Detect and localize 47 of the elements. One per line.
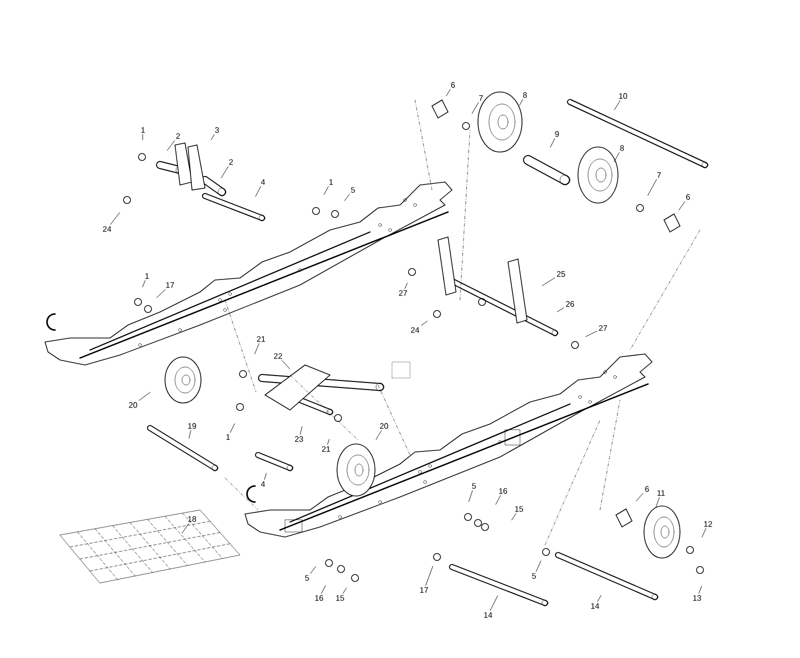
leader-line (550, 138, 555, 148)
leader-line (300, 426, 302, 435)
leader-line (519, 99, 523, 106)
leader-line (142, 134, 144, 140)
leader-line (182, 523, 190, 534)
leader-line (468, 490, 473, 502)
leader-line (614, 100, 620, 110)
leader-line (156, 289, 166, 298)
leader-line (376, 430, 382, 440)
leader-line (495, 495, 501, 505)
leader-line (221, 166, 228, 178)
leader-line (327, 439, 330, 445)
leader-line (342, 588, 347, 594)
leader-line (138, 392, 151, 401)
leader-line (698, 586, 702, 594)
leader-line (210, 134, 215, 140)
leader-line (636, 493, 644, 502)
leader-line (702, 528, 706, 538)
leader-line (344, 194, 350, 201)
leader-line (656, 497, 660, 507)
leader-line (324, 186, 329, 195)
leader-line (586, 330, 598, 337)
leader-line (490, 595, 498, 611)
leader-line (188, 430, 192, 439)
leader-line (542, 278, 556, 286)
leader-line (511, 513, 516, 520)
leader-line (678, 201, 686, 210)
leader-line (597, 595, 602, 602)
leader-line (420, 320, 428, 326)
leader-line (536, 560, 542, 572)
leader-line (648, 179, 657, 196)
leader-line (142, 280, 146, 288)
leader-line (310, 566, 316, 574)
leader-line (472, 102, 479, 114)
leader-line (404, 282, 408, 289)
leader-line (557, 307, 564, 312)
leader-line (446, 89, 450, 96)
leader-line (110, 212, 120, 225)
leader-line (264, 473, 267, 480)
leader-line (614, 152, 620, 162)
leader-line (282, 360, 290, 370)
leader-line (425, 566, 434, 586)
leader-line (321, 585, 326, 594)
leader-line (166, 140, 175, 151)
leader-line (230, 423, 235, 433)
leader-line (255, 186, 261, 197)
leader-line (254, 343, 260, 354)
